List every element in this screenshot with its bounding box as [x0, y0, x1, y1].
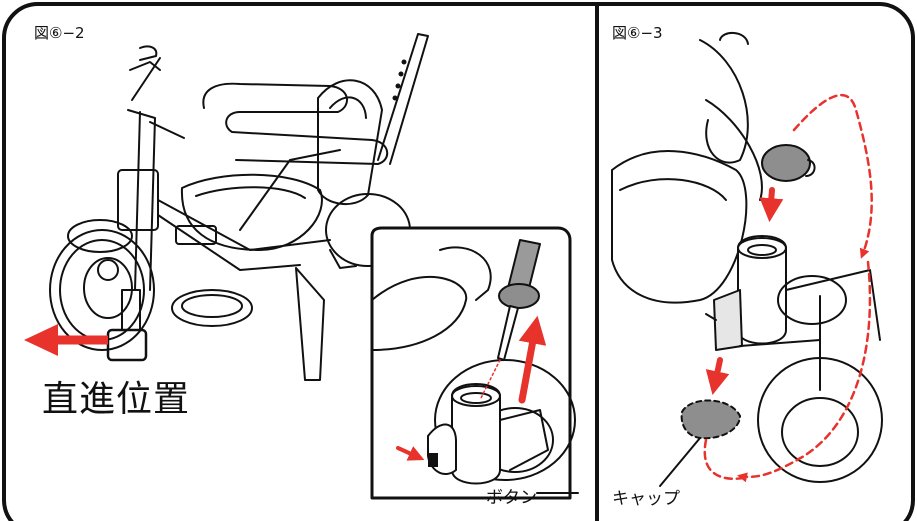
figure-6-3-title: 図⑥−3	[612, 24, 663, 42]
detail-inset	[370, 226, 576, 500]
figure-6-2-title: 図⑥−2	[34, 24, 85, 42]
cap-detail-drawing	[611, 32, 883, 487]
direction-arrow	[24, 324, 108, 356]
cap-callout-label: キャップ	[612, 489, 680, 509]
tricycle-drawing	[49, 33, 429, 381]
direction-label: 直進位置	[42, 379, 191, 420]
button-callout-label: ボタン	[486, 488, 537, 508]
